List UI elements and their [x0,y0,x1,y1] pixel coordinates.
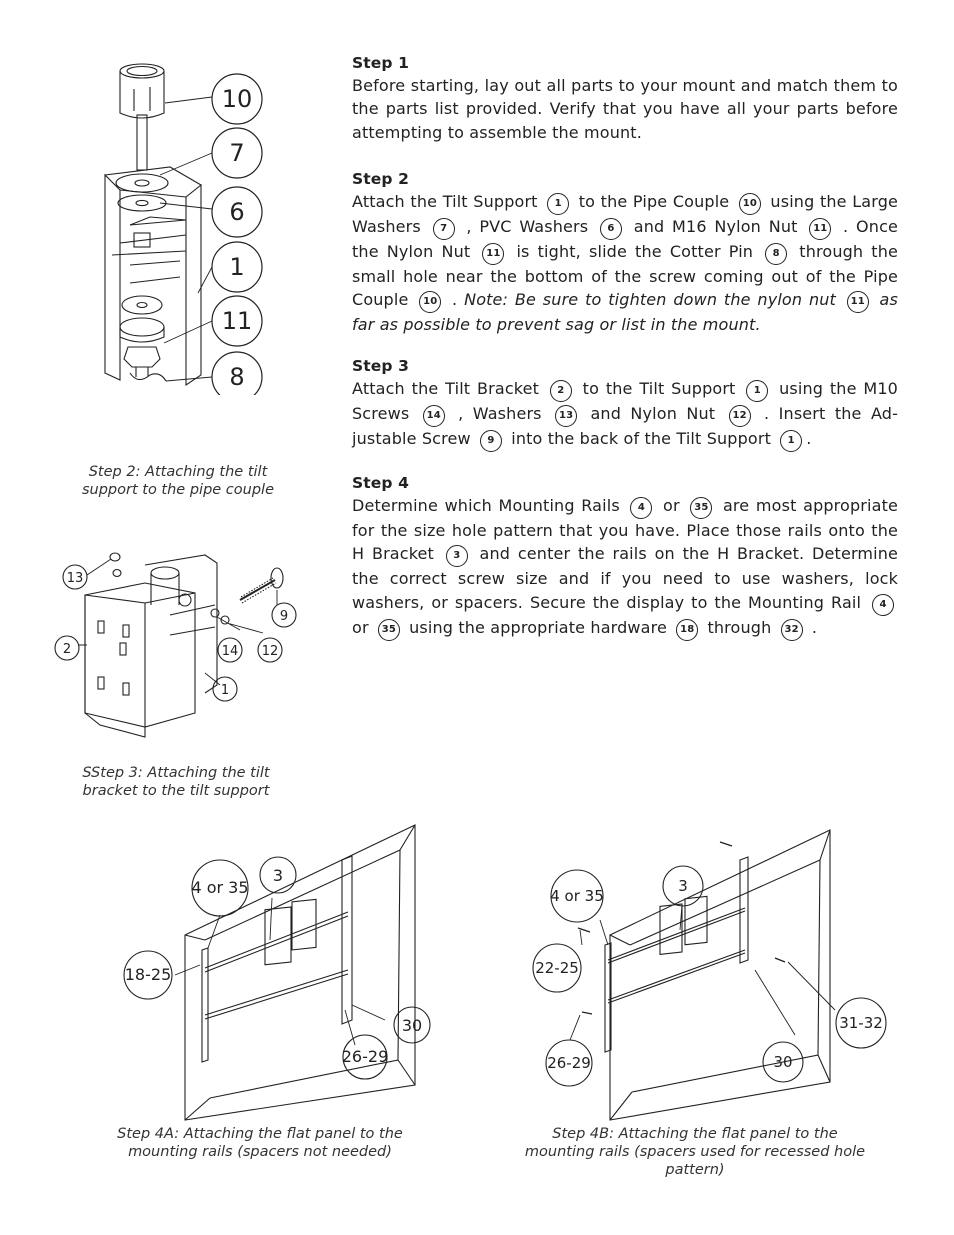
part-number-callout: 12 [728,405,751,427]
part-number-callout: 1 [746,380,769,402]
part-number-callout: 6 [599,218,622,240]
callout-label: 13 [67,571,84,586]
step-text: Attach the Tilt Bracket 2 to the Tilt Su… [352,377,898,452]
figure-caption: Step 4B: Attaching the flat panel to the… [524,1126,866,1178]
callout-label: 30 [402,1016,422,1035]
step-2: Step 2 Attach the Tilt Support 1 to the … [352,170,898,337]
part-number-callout: 1 [780,430,803,452]
callout-label: 9 [280,609,288,624]
callout-label: 18-25 [125,965,172,984]
figure-tilt-bracket-assembly: 13 2 14 12 9 1 [54,552,297,738]
part-number-callout: 35 [690,497,713,519]
part-number-callout: 14 [422,405,445,427]
callout-label: 31-32 [839,1014,883,1032]
callout-label: 1 [229,253,244,281]
step-text: Before starting, lay out all parts to yo… [352,76,898,142]
step-text: Determine which Mounting Rails 4 or 35 a… [352,494,898,641]
callout-label: 12 [262,644,279,659]
part-number-callout: 8 [765,243,788,265]
callout-label: 22-25 [535,959,579,977]
step-title: Step 4 [352,474,409,492]
callout-label: 26-29 [547,1054,591,1072]
part-number-callout: 11 [482,243,505,265]
callout-label: 3 [273,866,283,885]
callout-label: 30 [773,1053,792,1071]
callout-label: 8 [229,363,244,391]
callout-label: 26-29 [342,1047,389,1066]
callout-label: 1 [221,683,229,698]
step-4: Step 4 Determine which Mounting Rails 4 … [352,474,898,641]
part-number-callout: 3 [445,545,468,568]
figure-caption: Step 2: Attaching the tilt support to th… [81,464,274,498]
step-title: Step 3 [352,357,409,375]
figure-caption: Step 4A: Attaching the flat panel to the… [117,1126,403,1160]
callout-label: 4 or 35 [550,887,604,905]
part-number-callout: 4 [630,497,653,519]
figure-tilt-support-assembly: 10 7 6 1 11 8 [104,63,263,395]
part-number-callout: 11 [846,291,869,314]
note-text: Note: Be sure to tighten down the nylon … [464,290,843,310]
callout-label: 10 [222,85,253,113]
step-text: Attach the Tilt Support 1 to the Pipe Co… [352,192,899,335]
step-title: Step 2 [352,170,409,188]
callout-label: 4 or 35 [191,878,248,897]
callout-label: 11 [222,307,253,335]
callout-label: 14 [222,644,239,659]
callout-label: 2 [63,642,71,657]
step-3: Step 3 Attach the Tilt Bracket 2 to the … [352,357,898,452]
callout-label: 6 [229,198,244,226]
part-number-callout: 4 [872,593,894,616]
figure-caption: SStep 3: Attaching the tilt bracket to t… [82,765,270,799]
figure-step-4a: 4 or 35 3 18-25 30 26-29 [123,824,431,1121]
part-number-callout: 18 [676,618,699,641]
step-title: Step 1 [352,54,409,72]
part-number-callout: 35 [377,618,400,641]
part-number-callout: 10 [738,193,761,215]
part-number-callout: 10 [419,291,442,314]
part-number-callout: 7 [432,218,455,240]
figure-step-4b: 4 or 35 3 22-25 26-29 30 31-32 [532,829,887,1121]
part-number-callout: 13 [555,405,578,427]
callout-label: 3 [678,877,688,895]
callout-label: 7 [229,139,244,167]
part-number-callout: 9 [479,430,502,452]
step-1: Step 1 Before starting, lay out all part… [352,54,898,144]
part-number-callout: 1 [547,193,570,215]
note-text: as far as possible to prevent sag or lis… [352,290,898,335]
part-number-callout: 32 [780,618,803,641]
part-number-callout: 2 [549,380,572,402]
part-number-callout: 11 [809,218,832,240]
